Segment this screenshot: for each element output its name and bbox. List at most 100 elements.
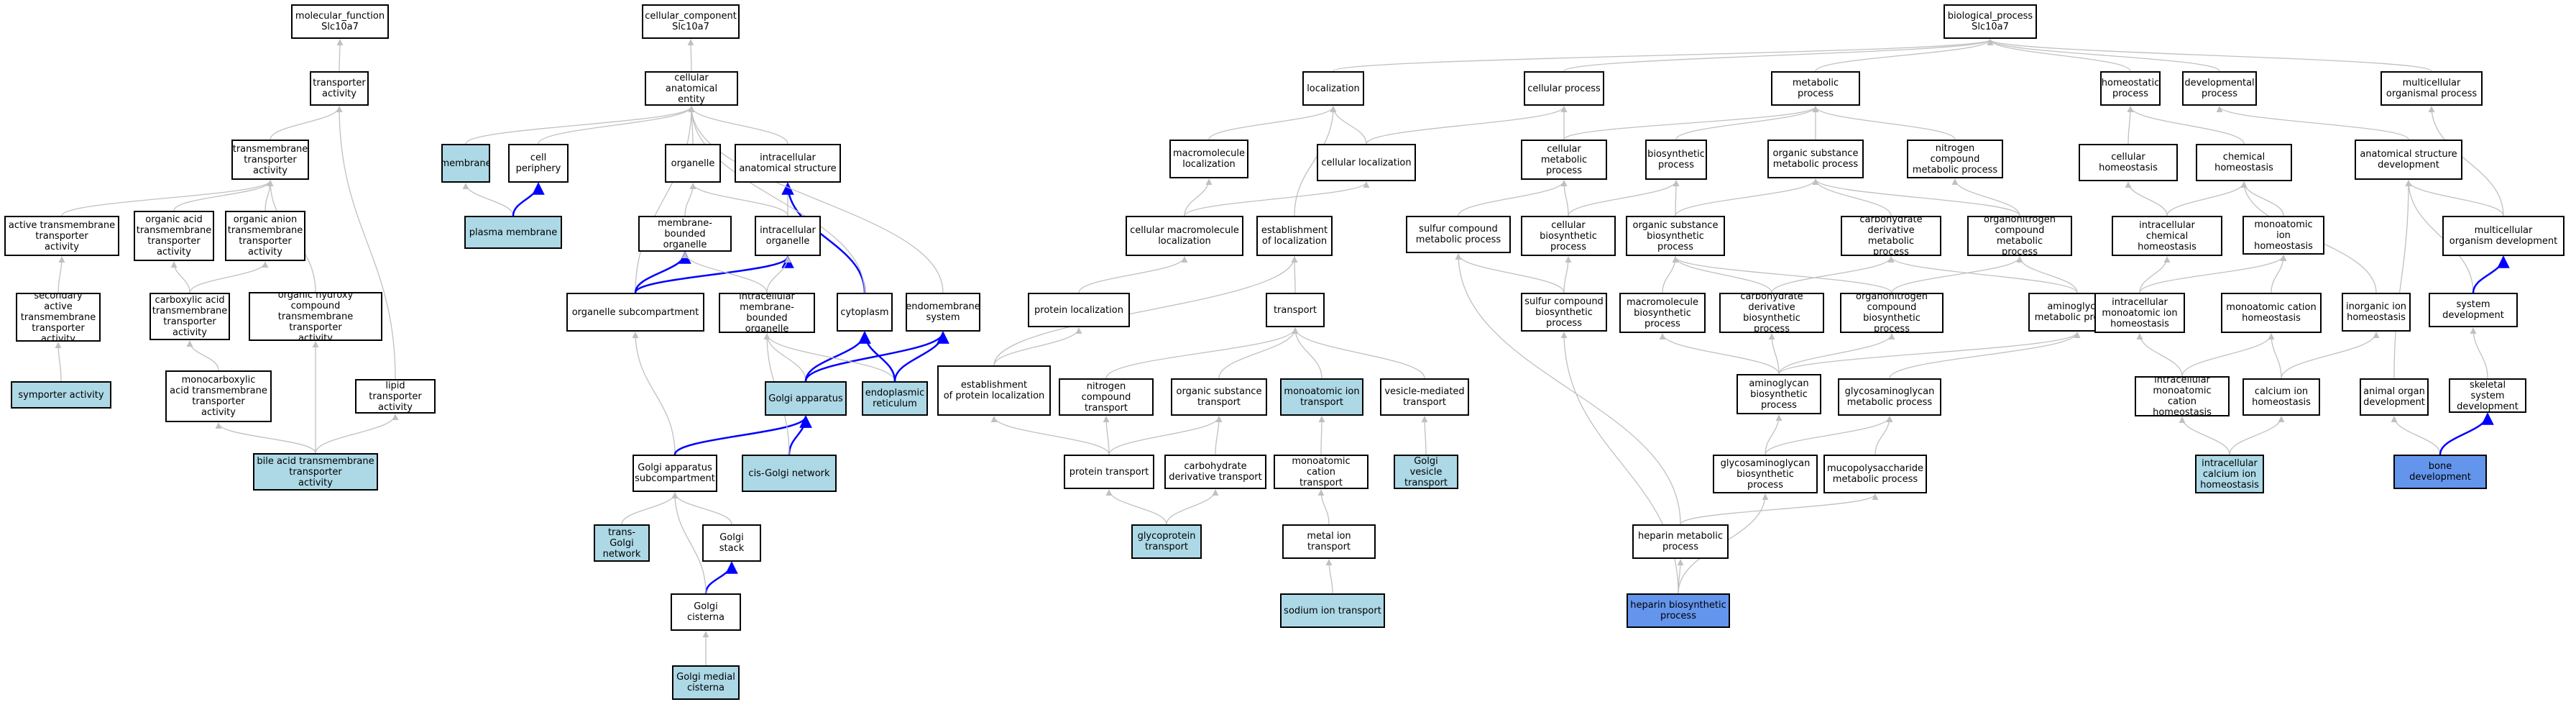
go-term-node-scbp: sulfur compound biosynthetic process [1521,293,1607,332]
edge-cdmp-to-osmp [1812,178,1892,216]
go-term-node-bp: biological_process Slc10a7 [1944,4,2037,39]
edge-scbp-to-scmp [1455,253,1565,293]
edge-batt-to-mcatt [215,422,316,454]
go-term-node-sd: system development [2429,293,2518,327]
edge-ta-to-mf [336,39,344,72]
go-term-node-nct: nitrogen compound transport [1059,378,1154,416]
go-term-node-mem: membrane [441,144,490,183]
go-term-node-cgn: cis-Golgi network [742,455,837,492]
edge-mop-to-bp [1987,39,2432,72]
edge-sd-to-mdev [2472,255,2510,293]
go-term-node-mp: metabolic process [1771,71,1860,106]
go-term-node-mcatt: monocarboxylic acid transmembrane transp… [165,370,272,422]
edge-er-to-imbo [763,333,896,382]
edge-icih-to-imch [2179,416,2230,455]
edge-ptr-to-ost [1108,416,1223,455]
edge-ich-to-ch [2125,181,2168,216]
go-term-node-mdev: multicellular organism development [2442,216,2564,256]
go-term-node-cbp: cellular biosynthetic process [1521,216,1616,256]
edge-pm-to-cp [512,182,545,216]
edge-cyto-to-ias [781,182,866,293]
edge-mmbp-to-osbp [1662,256,1679,293]
edge-imih-to-mih [2139,255,2287,293]
edge-ncmp-to-mp [1812,106,1956,140]
go-term-node-cih: calcium ion homeostasis [2242,378,2320,416]
edge-agmp-to-cdmp [1887,256,2078,293]
edge-prl-to-cmml [1078,256,1188,293]
go-term-node-mih: monoatomic ion homeostasis [2242,216,2324,255]
go-term-node-ost: organic substance transport [1171,378,1267,416]
go-term-node-cdt: carbohydrate derivative transport [1164,455,1266,489]
edge-ch-to-hp [2127,106,2134,145]
edge-cpr-to-bp [1563,39,1994,72]
go-term-node-mf: molecular_function Slc10a7 [291,4,389,39]
edge-hmp-to-mpsmp [1680,493,1879,525]
go-term-node-lta: lipid transporter activity [355,379,436,414]
edge-nct-to-tr [1105,327,1299,379]
edge-epl-to-prl [993,327,1082,366]
go-term-node-tmta: transmembrane transporter activity [231,140,309,180]
go-term-node-ch: cellular homeostasis [2079,144,2178,181]
go-term-node-mmbp: macromolecule biosynthetic process [1619,293,1706,333]
edge-cyto-to-cae [688,106,865,293]
edge-imbo-to-io [766,256,791,293]
go-term-node-mit: monoatomic ion transport [1280,378,1363,416]
edge-epl-to-eol [993,256,1298,366]
edge-scbp-to-cbp [1563,256,1572,293]
edge-cih-to-mch [2268,333,2282,379]
go-term-node-hbp: heparin biosynthetic process [1627,593,1730,628]
go-term-node-ssd: skeletal system development [2449,378,2526,413]
edge-cgn-to-ga [788,415,812,455]
go-term-node-cae: cellular anatomical entity [645,71,738,106]
go-term-node-cloc: cellular localization [1317,144,1416,181]
go-term-node-chem: chemical homeostasis [2196,144,2292,181]
edge-mbo-to-org [684,183,696,216]
go-term-node-oncbp: organonitrogen compound biosynthetic pro… [1840,293,1944,333]
go-term-node-scmp: sulfur compound metabolic process [1406,216,1511,253]
go-term-node-gagmp: glycosaminoglycan metabolic process [1838,378,1941,416]
go-term-node-imch: intracellular monoatomic cation homeosta… [2135,376,2230,416]
go-term-node-vmt: vesicle-mediated transport [1380,378,1469,416]
go-term-node-mml: macromolecule localization [1169,140,1248,178]
edge-tmta-to-ta [270,106,343,140]
go-term-node-pm: plasma membrane [464,216,562,249]
edge-sd-to-asd [2405,180,2474,293]
edge-mdev-to-mop [2428,106,2504,216]
go-term-node-dp: developmental process [2182,71,2257,106]
edge-agbp-to-agmp [1778,332,2081,375]
go-term-node-icih: intracellular calcium ion homeostasis [2195,455,2264,493]
go-term-node-cmml: cellular macromolecule localization [1126,216,1243,256]
edge-ssd-to-sd [2470,327,2488,379]
go-term-node-tgn: trans-Golgi network [594,524,650,562]
go-term-node-ncmp: nitrogen compound metabolic process [1907,140,2003,178]
go-term-node-ohctt: organic hydroxy compound transmembrane t… [249,292,382,341]
go-term-node-osc: organelle subcompartment [566,293,704,332]
go-term-node-mop: multicellular organismal process [2380,71,2483,106]
edge-hmp-to-scmp [1455,253,1681,525]
go-term-node-ich: intracellular chemical homeostasis [2112,216,2222,256]
edge-scmp-to-cmp [1458,180,1568,216]
go-term-node-aod: animal organ development [2360,378,2429,416]
edge-mml-to-loc [1208,106,1337,140]
go-term-node-gmc: Golgi medial cisterna [672,665,740,700]
go-term-node-iih: inorganic ion homeostasis [2342,293,2411,332]
edge-catt-to-oatt [170,261,190,293]
edge-oatt-to-tmta [173,180,274,211]
edge-batt-to-lta [315,414,399,454]
edge-sit-to-mitr [1325,559,1333,594]
edge-gcis-to-gst [704,561,738,594]
edge-oncmp-to-osmp [1812,178,2020,216]
edge-asd-to-dp [2216,106,2409,140]
edge-cdbp-to-osbp [1672,256,1772,293]
go-term-node-imih: intracellular monoatomic ion homeostasis [2094,293,2185,333]
go-term-node-hp: homeostatic process [2100,71,2161,106]
go-term-node-gagbp: glycosaminoglycan biosynthetic process [1713,455,1818,493]
go-term-node-mct: monoatomic cation transport [1274,455,1368,489]
edge-oncbp-to-oncmp [1891,256,2023,293]
edge-mch-to-mih [2271,255,2287,293]
go-term-node-cdbp: carbohydrate derivative biosynthetic pro… [1719,293,1824,333]
go-term-node-ptr: protein transport [1064,455,1154,489]
go-term-node-satmt: secondary active transmembrane transport… [16,293,101,342]
